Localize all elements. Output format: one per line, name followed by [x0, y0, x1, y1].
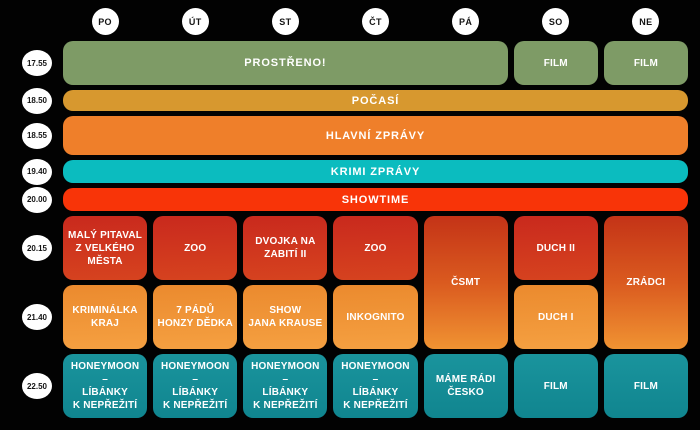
time-badge: 20.00: [22, 186, 52, 213]
program-hlavni-zpravy[interactable]: HLAVNÍ ZPRÁVY: [63, 116, 688, 155]
time-row: 18.55: [21, 116, 53, 155]
time-row: 20.15: [21, 216, 53, 280]
program-showtime[interactable]: SHOWTIME: [63, 188, 688, 211]
program-show-jana-krause[interactable]: SHOW JANA KRAUSE: [243, 285, 328, 349]
time-badge: 19.40: [22, 158, 52, 185]
day-badge: ST: [271, 8, 299, 35]
program-mame-radi-cesko[interactable]: MÁME RÁDI ČESKO: [423, 354, 508, 418]
time-badge: 22.50: [22, 373, 52, 399]
program-kriminalka-kraj[interactable]: KRIMINÁLKA KRAJ: [63, 285, 148, 349]
day-badge: ČT: [361, 8, 389, 35]
program-dvojka-na-zabiti[interactable]: DVOJKA NA ZABITÍ II: [243, 216, 328, 280]
program-prostreno[interactable]: PROSTŘENO!: [63, 41, 508, 85]
program-zoo-ut[interactable]: ZOO: [153, 216, 238, 280]
day-column-st: ST: [243, 8, 327, 35]
time-row: 18.50: [21, 87, 53, 114]
program-film-ne-2250[interactable]: FILM: [603, 354, 688, 418]
program-honeymoon-ut[interactable]: HONEYMOON – LÍBÁNKY K NEPŘEŽITÍ: [153, 354, 238, 418]
program-inkognito[interactable]: INKOGNITO: [333, 285, 418, 349]
day-badge: SO: [542, 8, 570, 35]
program-zradci[interactable]: ZRÁDCI: [603, 216, 688, 349]
day-column-pa: PÁ: [424, 8, 508, 35]
program-duch-1[interactable]: DUCH I: [513, 285, 598, 349]
program-maly-pitaval[interactable]: MALÝ PITAVAL Z VELKÉHO MĚSTA: [63, 216, 148, 280]
program-honeymoon-st[interactable]: HONEYMOON – LÍBÁNKY K NEPŘEŽITÍ: [243, 354, 328, 418]
time-badge: 21.40: [22, 304, 52, 330]
day-badge: PO: [91, 8, 119, 35]
program-film-so-1755[interactable]: FILM: [513, 41, 598, 85]
program-duch-2[interactable]: DUCH II: [513, 216, 598, 280]
day-column-ne: NE: [604, 8, 688, 35]
day-column-ct: ČT: [333, 8, 417, 35]
program-honeymoon-po[interactable]: HONEYMOON – LÍBÁNKY K NEPŘEŽITÍ: [63, 354, 148, 418]
time-badge: 20.15: [22, 235, 52, 261]
time-badge: 18.55: [22, 122, 52, 149]
time-badge: 18.50: [22, 87, 52, 114]
program-csmt[interactable]: ČSMT: [423, 216, 508, 349]
time-row: 21.40: [21, 285, 53, 349]
day-column-ut: ÚT: [153, 8, 237, 35]
program-7-padu[interactable]: 7 PÁDŮ HONZY DĚDKA: [153, 285, 238, 349]
time-row: 19.40: [21, 158, 53, 185]
day-column-so: SO: [514, 8, 598, 35]
time-row: 22.50: [21, 354, 53, 418]
program-film-so-2250[interactable]: FILM: [513, 354, 598, 418]
program-zoo-ct[interactable]: ZOO: [333, 216, 418, 280]
day-badge: PÁ: [452, 8, 480, 35]
time-row: 20.00: [21, 186, 53, 213]
program-honeymoon-ct[interactable]: HONEYMOON – LÍBÁNKY K NEPŘEŽITÍ: [333, 354, 418, 418]
day-column-po: PO: [63, 8, 147, 35]
day-badge: ÚT: [181, 8, 209, 35]
program-krimi-zpravy[interactable]: KRIMI ZPRÁVY: [63, 160, 688, 183]
time-row: 17.55: [21, 41, 53, 85]
day-badge: NE: [632, 8, 660, 35]
day-header-row: PO ÚT ST ČT PÁ SO NE: [63, 8, 688, 35]
time-label-column: 17.55 18.50 18.55 19.40 20.00 20.15 21.4…: [21, 41, 53, 418]
time-badge: 17.55: [22, 50, 52, 76]
program-pocasi[interactable]: POČASÍ: [63, 90, 688, 111]
program-film-ne-1755[interactable]: FILM: [603, 41, 688, 85]
program-grid: PROSTŘENO! FILM FILM POČASÍ HLAVNÍ ZPRÁV…: [63, 41, 688, 418]
